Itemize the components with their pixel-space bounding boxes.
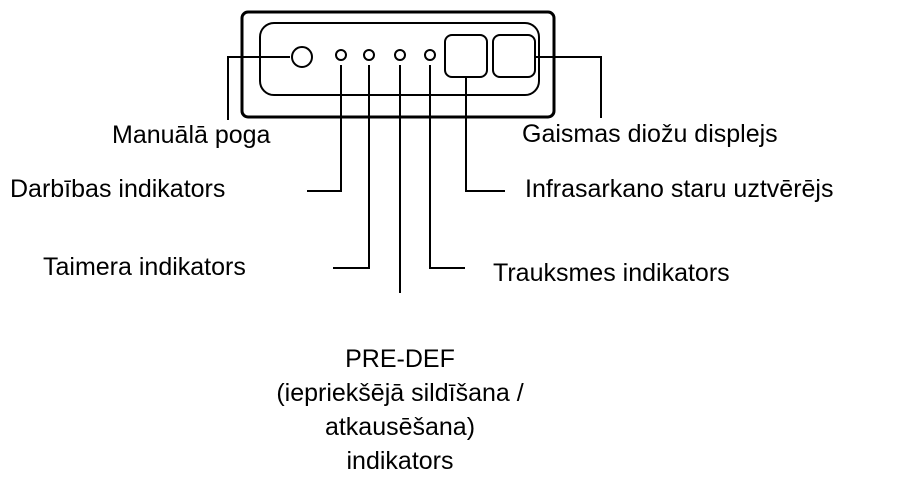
predef-label-line-3: atkausēšana)	[324, 413, 476, 441]
manual-button-icon	[291, 46, 313, 68]
alarm-indicator-label: Trauksmes indikators	[493, 259, 730, 287]
operation-indicator-leader	[307, 65, 342, 192]
led-display-window	[492, 34, 536, 78]
predef-indicator-led	[394, 49, 406, 61]
operation-indicator-led	[335, 49, 347, 61]
predef-label-line-1: PRE-DEF	[345, 345, 455, 373]
timer-indicator-label: Taimera indikators	[43, 253, 246, 281]
led-display-label: Gaismas diožu displejs	[522, 120, 778, 148]
ir-receiver-window	[444, 34, 488, 78]
alarm-indicator-leader	[429, 65, 465, 269]
display-panel-outer	[240, 10, 556, 119]
predef-label-line-2: (iepriekšējā sildīšana /	[276, 379, 524, 407]
alarm-indicator-led	[424, 49, 436, 61]
manual-button-leader	[227, 56, 290, 120]
ir-receiver-leader	[465, 77, 505, 192]
timer-indicator-led	[363, 49, 375, 61]
ir-receiver-label: Infrasarkano staru uztvērējs	[525, 175, 834, 203]
led-display-leader	[535, 56, 602, 118]
operation-indicator-label: Darbības indikators	[10, 175, 226, 203]
predef-label-line-4: indikators	[346, 447, 454, 475]
manual-button-label: Manuālā poga	[112, 121, 271, 149]
timer-indicator-leader	[333, 65, 370, 269]
predef-indicator-label: PRE-DEF (iepriekšējā sildīšana / atkausē…	[200, 342, 600, 478]
